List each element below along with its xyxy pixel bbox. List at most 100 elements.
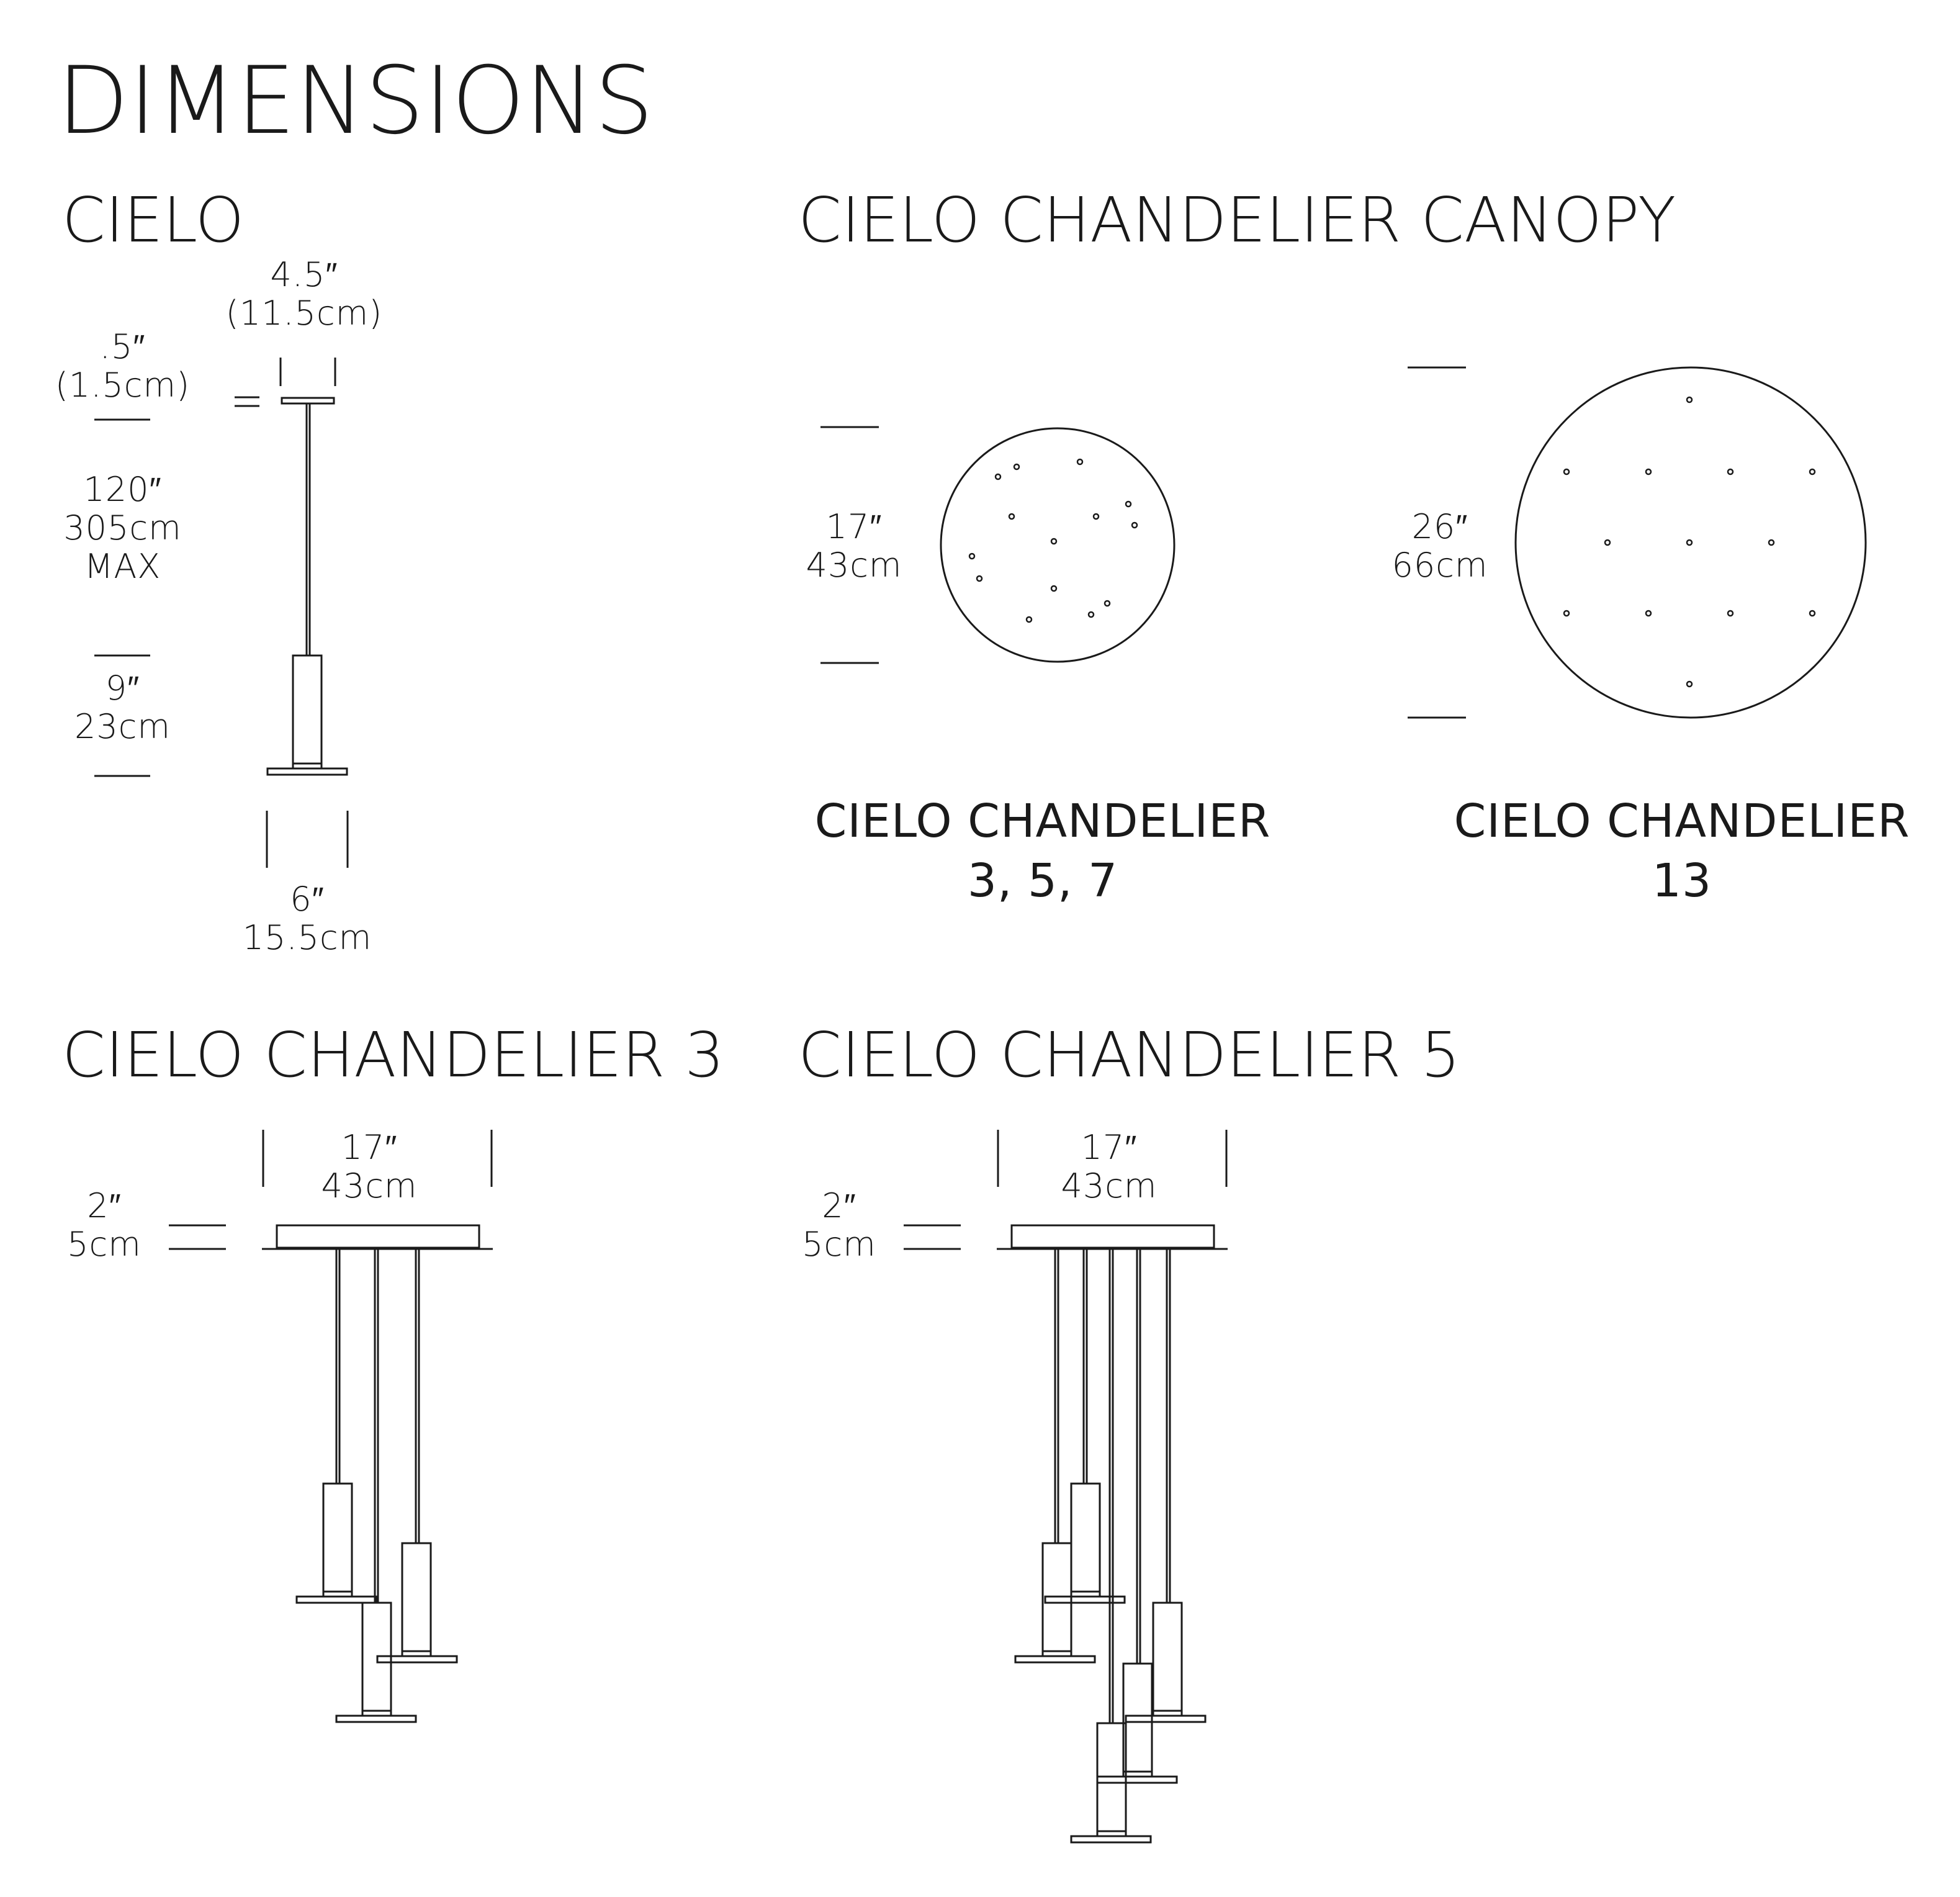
dim-metric: 15.5cm <box>242 918 372 957</box>
cielo-canopy-width-label: 4.5″ (11.5cm) <box>223 256 385 333</box>
dim-imperial: 4.5″ <box>270 255 338 294</box>
pendant-disc <box>266 767 348 776</box>
dim-imperial: 17″ <box>1081 1128 1138 1167</box>
mount-hole <box>1076 458 1084 466</box>
pendant-shade <box>1070 1482 1101 1598</box>
pendant-disc <box>1096 1775 1178 1784</box>
mount-hole <box>1104 600 1111 607</box>
mount-hole <box>1645 610 1652 617</box>
canopy-large-models: 13 <box>1652 854 1712 908</box>
canopy-large-circle <box>1514 366 1867 719</box>
mount-hole <box>1727 610 1734 617</box>
dim-imperial: 17″ <box>341 1128 398 1167</box>
dim-metric: 305cm <box>63 508 182 547</box>
mount-hole <box>1131 521 1138 529</box>
dim-metric: 43cm <box>806 546 902 585</box>
chandelier-canopy <box>276 1224 480 1249</box>
pendant-shade <box>1096 1722 1127 1837</box>
pendant-disc <box>1070 1835 1152 1844</box>
mount-hole <box>1686 680 1693 688</box>
mount-hole <box>1125 500 1132 508</box>
chandelier5-height-label: 2″ 5cm <box>783 1187 895 1264</box>
canopy-small-models: 3, 5, 7 <box>967 854 1118 908</box>
dim-metric: 43cm <box>1061 1166 1158 1205</box>
section-title-chandelier-5: CIELO CHANDELIER 5 <box>798 1019 1460 1091</box>
dim-imperial: 17″ <box>825 507 883 546</box>
cielo-cord-length-label: 120″ 305cm MAX <box>50 471 196 586</box>
chandelier-canopy <box>1010 1224 1215 1249</box>
canopy-large-label: CIELO CHANDELIER <box>1454 795 1910 848</box>
mount-hole <box>1025 616 1033 623</box>
mount-hole <box>1686 539 1693 546</box>
section-title-canopy: CIELO CHANDELIER CANOPY <box>798 184 1676 256</box>
pendant-shade <box>322 1482 353 1598</box>
dim-imperial: .5″ <box>99 327 146 366</box>
canopy-large-holes <box>1563 396 1816 688</box>
dim-imperial: 2″ <box>87 1186 122 1225</box>
cielo-shade-width-label: 6″ 15.5cm <box>230 880 385 957</box>
mount-hole <box>1563 468 1570 475</box>
canopy-small-holes <box>968 458 1138 623</box>
dim-metric: 5cm <box>67 1225 142 1264</box>
chandelier3-height-label: 2″ 5cm <box>48 1187 160 1264</box>
dim-imperial: 2″ <box>822 1186 856 1225</box>
canopy-large-drawing <box>1408 366 1867 719</box>
dim-metric: 5cm <box>802 1225 876 1264</box>
pendant-shade <box>1152 1602 1183 1717</box>
chandelier3-width-label: 17″ 43cm <box>298 1129 441 1205</box>
pendant-shade <box>1041 1542 1072 1657</box>
pendant-disc <box>1044 1595 1126 1604</box>
mount-hole <box>1604 539 1611 546</box>
pendant-canopy <box>281 397 335 405</box>
mount-hole <box>1008 513 1015 520</box>
pendant-disc <box>1125 1715 1207 1723</box>
cielo-shade-height-label: 9″ 23cm <box>50 669 196 746</box>
chandelier3-drawing <box>169 1130 493 1723</box>
mount-hole <box>1809 610 1816 617</box>
mount-hole <box>1092 513 1100 520</box>
mount-hole <box>1809 468 1816 475</box>
pendant-disc <box>376 1655 458 1664</box>
cielo-canopy-height-label: .5″ (1.5cm) <box>50 328 196 405</box>
canopy-small-label: CIELO CHANDELIER <box>814 795 1271 848</box>
mount-hole <box>1686 396 1693 403</box>
dim-imperial: 26″ <box>1411 507 1468 546</box>
pendant-shade <box>1122 1662 1153 1778</box>
mount-hole <box>1645 468 1652 475</box>
canopy-small-diameter-label: 17″ 43cm <box>792 508 916 585</box>
canopy-small-drawing <box>820 426 1176 664</box>
pendant-disc <box>1014 1655 1096 1664</box>
chandelier5-width-label: 17″ 43cm <box>1038 1129 1180 1205</box>
page-title: DIMENSIONS <box>57 47 654 155</box>
canopy-small-circle <box>940 427 1176 663</box>
dim-imperial: 9″ <box>105 669 140 708</box>
mount-hole <box>1768 539 1775 546</box>
dim-imperial: 120″ <box>83 470 162 509</box>
mount-hole <box>1050 585 1058 592</box>
mount-hole <box>976 575 983 582</box>
dim-metric: 66cm <box>1391 546 1488 585</box>
dim-imperial: 6″ <box>290 880 325 919</box>
mount-hole <box>1087 611 1095 618</box>
pendant-shade <box>292 654 323 770</box>
mount-hole <box>1050 538 1058 545</box>
mount-hole <box>994 473 1002 480</box>
dim-metric: (1.5cm) <box>55 366 191 405</box>
section-title-chandelier-3: CIELO CHANDELIER 3 <box>62 1019 724 1091</box>
pendant-disc <box>295 1595 377 1604</box>
section-title-cielo: CIELO <box>62 184 245 256</box>
mount-hole <box>968 552 976 560</box>
dim-max: MAX <box>84 547 161 586</box>
pendant-disc <box>335 1715 417 1723</box>
canopy-large-diameter-label: 26″ 66cm <box>1378 508 1502 585</box>
dim-metric: 23cm <box>74 707 171 746</box>
mount-hole <box>1563 610 1570 617</box>
mount-hole <box>1727 468 1734 475</box>
cielo-pendant-drawing <box>94 358 349 868</box>
pendant-shade <box>401 1542 432 1657</box>
chandelier5-drawing <box>904 1130 1228 1844</box>
mount-hole <box>1013 463 1020 471</box>
dim-metric: (11.5cm) <box>225 294 383 333</box>
dim-metric: 43cm <box>321 1166 418 1205</box>
